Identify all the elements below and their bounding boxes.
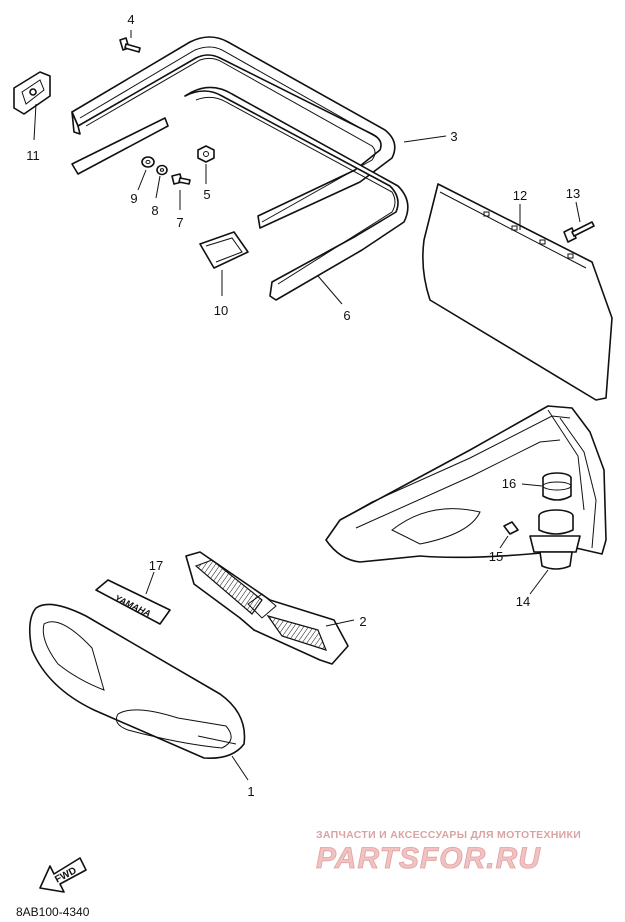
part-14-socket: 14 <box>516 509 581 609</box>
callout-15: 15 <box>489 549 503 564</box>
callout-16: 16 <box>502 476 516 491</box>
part-3-upper-frame: 3 <box>71 36 458 229</box>
fwd-arrow-icon: FWD <box>39 857 87 893</box>
fwd-label: FWD <box>53 865 78 885</box>
part-10-pad: 10 <box>199 231 249 318</box>
callout-13: 13 <box>566 186 580 201</box>
part-9-washer: 9 <box>130 156 155 206</box>
watermark-tagline: ЗАПЧАСТИ И АКСЕССУАРЫ ДЛЯ МОТОТЕХНИКИ <box>316 829 581 841</box>
part-17-decal: YAMAHA 17 <box>95 558 171 625</box>
part-2-duct: 2 <box>185 551 367 665</box>
callout-4: 4 <box>127 12 134 27</box>
part-6-trim-strip: 6 <box>71 86 409 323</box>
reference-code: 8AB100-4340 <box>16 905 90 919</box>
part-15-bulb: 15 <box>489 521 519 564</box>
callout-9: 9 <box>130 191 137 206</box>
callout-14: 14 <box>516 594 530 609</box>
cowling-body <box>325 405 607 563</box>
callout-12: 12 <box>513 188 527 203</box>
part-5-nut: 5 <box>197 145 215 202</box>
callout-1: 1 <box>247 784 254 799</box>
part-16-grommet: 16 <box>502 472 572 501</box>
part-8-washer: 8 <box>151 164 168 218</box>
callout-7: 7 <box>176 215 183 230</box>
callout-8: 8 <box>151 203 158 218</box>
callout-2: 2 <box>359 614 366 629</box>
part-12-panel: 12 <box>422 183 613 401</box>
watermark-brand: PARTSFOR.RU <box>316 842 541 875</box>
callout-11: 11 <box>26 148 40 163</box>
callout-10: 10 <box>214 303 228 318</box>
part-11-bracket: 11 <box>13 71 51 163</box>
callout-17: 17 <box>149 558 163 573</box>
callout-5: 5 <box>203 187 210 202</box>
callout-3: 3 <box>450 129 457 144</box>
part-1-front-panel: 1 <box>28 603 255 799</box>
part-7-screw: 7 <box>171 173 191 230</box>
watermark: ЗАПЧАСТИ И АКСЕССУАРЫ ДЛЯ МОТОТЕХНИКИ PA… <box>316 829 581 875</box>
part-4-bolt: 4 <box>119 12 141 53</box>
callout-6: 6 <box>343 308 350 323</box>
part-13-rivet: 13 <box>563 186 595 243</box>
